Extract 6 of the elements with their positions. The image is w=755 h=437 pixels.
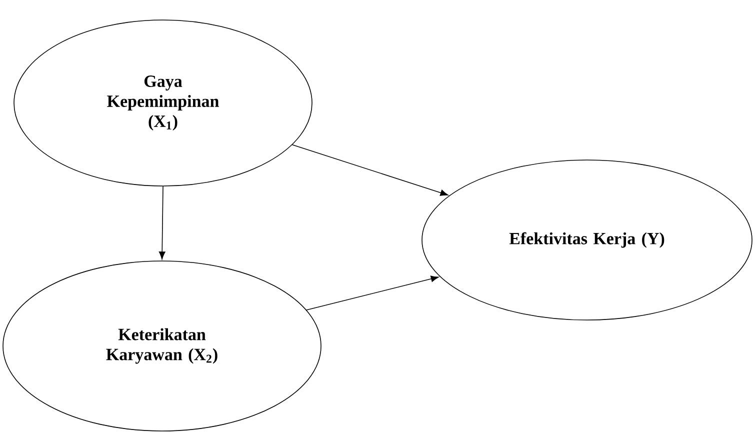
ellipse-node: Keterikatan Karyawan (X$_{2}$)	[2, 260, 322, 432]
arrow	[158, 186, 166, 260]
ellipse-node: Efektivitas Kerja (Y)	[422, 160, 752, 320]
ellipse-node: Gaya Kepemimpinan (X$_{1}$)	[14, 20, 312, 186]
arrow	[292, 144, 448, 196]
arrow	[306, 276, 439, 310]
